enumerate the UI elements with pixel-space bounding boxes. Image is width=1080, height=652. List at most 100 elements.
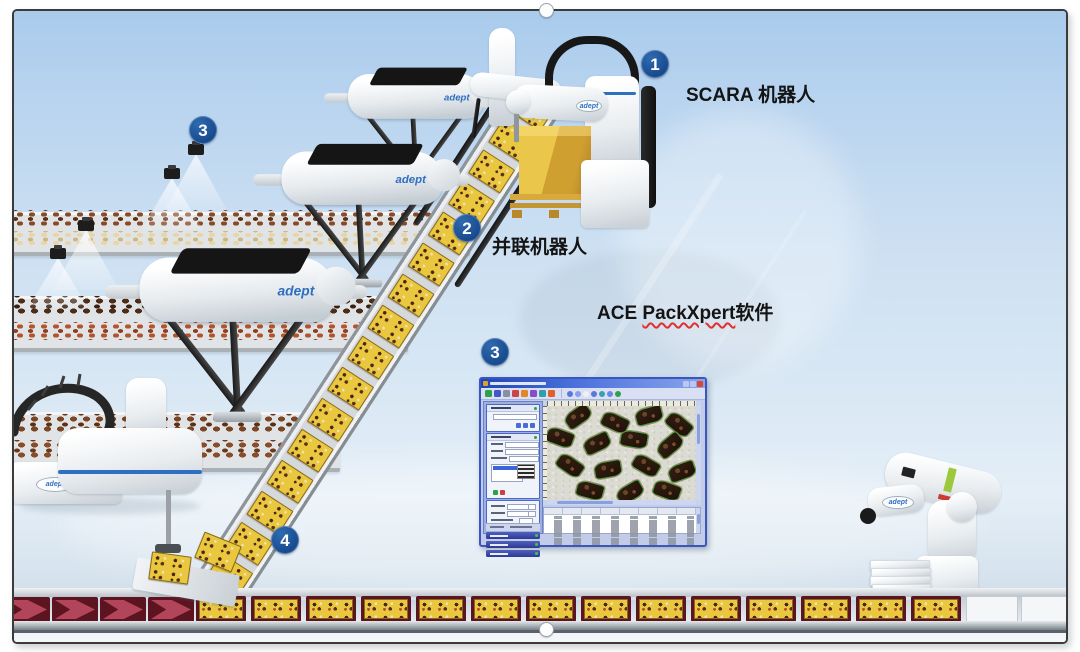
carton-chevron bbox=[151, 600, 191, 619]
carton-with-tray bbox=[526, 596, 576, 622]
tray bbox=[148, 551, 192, 585]
vision-software-window bbox=[479, 377, 707, 557]
carton-with-tray bbox=[471, 596, 521, 622]
adept-logo-text: adept bbox=[277, 282, 315, 299]
carton-chevron bbox=[55, 600, 95, 619]
result-row bbox=[554, 516, 694, 520]
result-row bbox=[554, 530, 694, 534]
table-scrollbar bbox=[696, 508, 700, 533]
results-table-header bbox=[544, 508, 696, 515]
delta-gripper-platform bbox=[213, 411, 262, 422]
image-view bbox=[543, 401, 701, 505]
result-row bbox=[554, 534, 694, 538]
carton-with-tray bbox=[416, 596, 466, 622]
callout-1-number: 1 bbox=[650, 54, 660, 74]
callout-4-number: 4 bbox=[280, 530, 290, 550]
callout-1: 1 bbox=[641, 50, 669, 78]
callout-3b-number: 3 bbox=[490, 342, 500, 362]
scara-joint bbox=[506, 90, 530, 114]
adept-logo: adept bbox=[576, 100, 602, 112]
carton-with-tray bbox=[801, 596, 851, 622]
scene-world: adept adept adept adept bbox=[14, 11, 1066, 642]
tray-chocolates bbox=[694, 599, 738, 619]
tray-chocolates bbox=[474, 599, 518, 619]
close-button bbox=[697, 380, 703, 387]
zoom-tool-icon bbox=[591, 390, 597, 397]
located-chocolate bbox=[580, 429, 614, 457]
tray-chocolates bbox=[364, 599, 408, 619]
pallet-foot bbox=[549, 210, 559, 218]
cobra-blue-stripe bbox=[58, 470, 202, 474]
carton-chevron bbox=[14, 600, 47, 619]
delta-robot: adept bbox=[105, 246, 368, 430]
viper-tool bbox=[860, 508, 876, 524]
cobra-body bbox=[58, 428, 202, 494]
vision-camera-icon bbox=[164, 165, 180, 179]
adept-logo-text: adept bbox=[45, 481, 65, 488]
window-titlebar bbox=[481, 379, 705, 388]
tray bbox=[347, 335, 395, 380]
located-chocolate bbox=[666, 458, 696, 485]
ruler-horizontal bbox=[547, 401, 696, 406]
adept-logo-text: adept bbox=[888, 499, 908, 506]
model-thumbnail bbox=[517, 464, 535, 479]
result-row bbox=[554, 541, 694, 545]
located-chocolate bbox=[561, 406, 595, 432]
toolbar-icon bbox=[530, 390, 537, 397]
window-toolbar bbox=[481, 388, 705, 400]
chocolate-row-cream bbox=[14, 231, 464, 246]
section-status-dot bbox=[534, 533, 538, 537]
carton-with-tray bbox=[856, 596, 906, 622]
carton-empty bbox=[100, 597, 146, 622]
delta-top-panel bbox=[306, 143, 424, 165]
carton-white bbox=[966, 596, 1018, 624]
scara-cable-arc bbox=[545, 36, 639, 100]
located-chocolate bbox=[592, 458, 623, 481]
carton-with-tray bbox=[691, 596, 741, 622]
toolbar-separator bbox=[561, 389, 562, 398]
section-title-bar bbox=[490, 543, 508, 546]
callout-4: 4 bbox=[271, 526, 299, 554]
toolbar-icon bbox=[539, 390, 546, 397]
callout-3a-number: 3 bbox=[198, 120, 208, 140]
result-row bbox=[554, 523, 694, 527]
cobra-quill bbox=[166, 490, 171, 550]
carton-empty bbox=[52, 597, 98, 622]
maximize-button bbox=[690, 380, 696, 387]
tray-chocolates bbox=[309, 599, 353, 619]
callout-3-cameras: 3 bbox=[189, 116, 217, 144]
results-table bbox=[543, 507, 701, 545]
tray bbox=[367, 304, 415, 349]
delta-top-panel bbox=[368, 67, 468, 86]
tray-chocolates bbox=[749, 599, 793, 619]
zoom-tool-icon bbox=[583, 390, 589, 397]
h-scrollbar bbox=[547, 500, 696, 505]
v-scrollbar bbox=[696, 406, 701, 500]
label-scara-robot: SCARA 机器人 bbox=[686, 85, 816, 106]
ghost-silhouette bbox=[520, 250, 780, 390]
collapsed-section-bar bbox=[486, 550, 540, 557]
toolbar-icon bbox=[548, 390, 555, 397]
chocolate-row-red bbox=[14, 322, 400, 340]
window-title-text bbox=[490, 382, 546, 385]
minimize-button bbox=[683, 380, 689, 387]
cobra-cable bbox=[14, 373, 115, 439]
zoom-tool-icon bbox=[599, 390, 605, 397]
carton-with-tray bbox=[746, 596, 796, 622]
callout-3-software: 3 bbox=[481, 338, 509, 366]
section-status-dot bbox=[534, 551, 538, 555]
carton-empty bbox=[14, 597, 50, 622]
resize-handle-top[interactable] bbox=[539, 3, 554, 18]
locator-section bbox=[486, 433, 540, 499]
vision-camera-icon bbox=[188, 141, 204, 155]
tray-chocolates bbox=[804, 599, 848, 619]
carton-with-tray bbox=[581, 596, 631, 622]
adept-logo-text: adept bbox=[579, 102, 599, 110]
located-chocolate bbox=[573, 478, 606, 500]
tray-chocolates bbox=[859, 599, 903, 619]
pallet-slat bbox=[510, 203, 598, 208]
tray-chocolates bbox=[419, 599, 463, 619]
located-chocolate bbox=[619, 428, 650, 451]
resize-handle-bottom[interactable] bbox=[539, 622, 554, 637]
